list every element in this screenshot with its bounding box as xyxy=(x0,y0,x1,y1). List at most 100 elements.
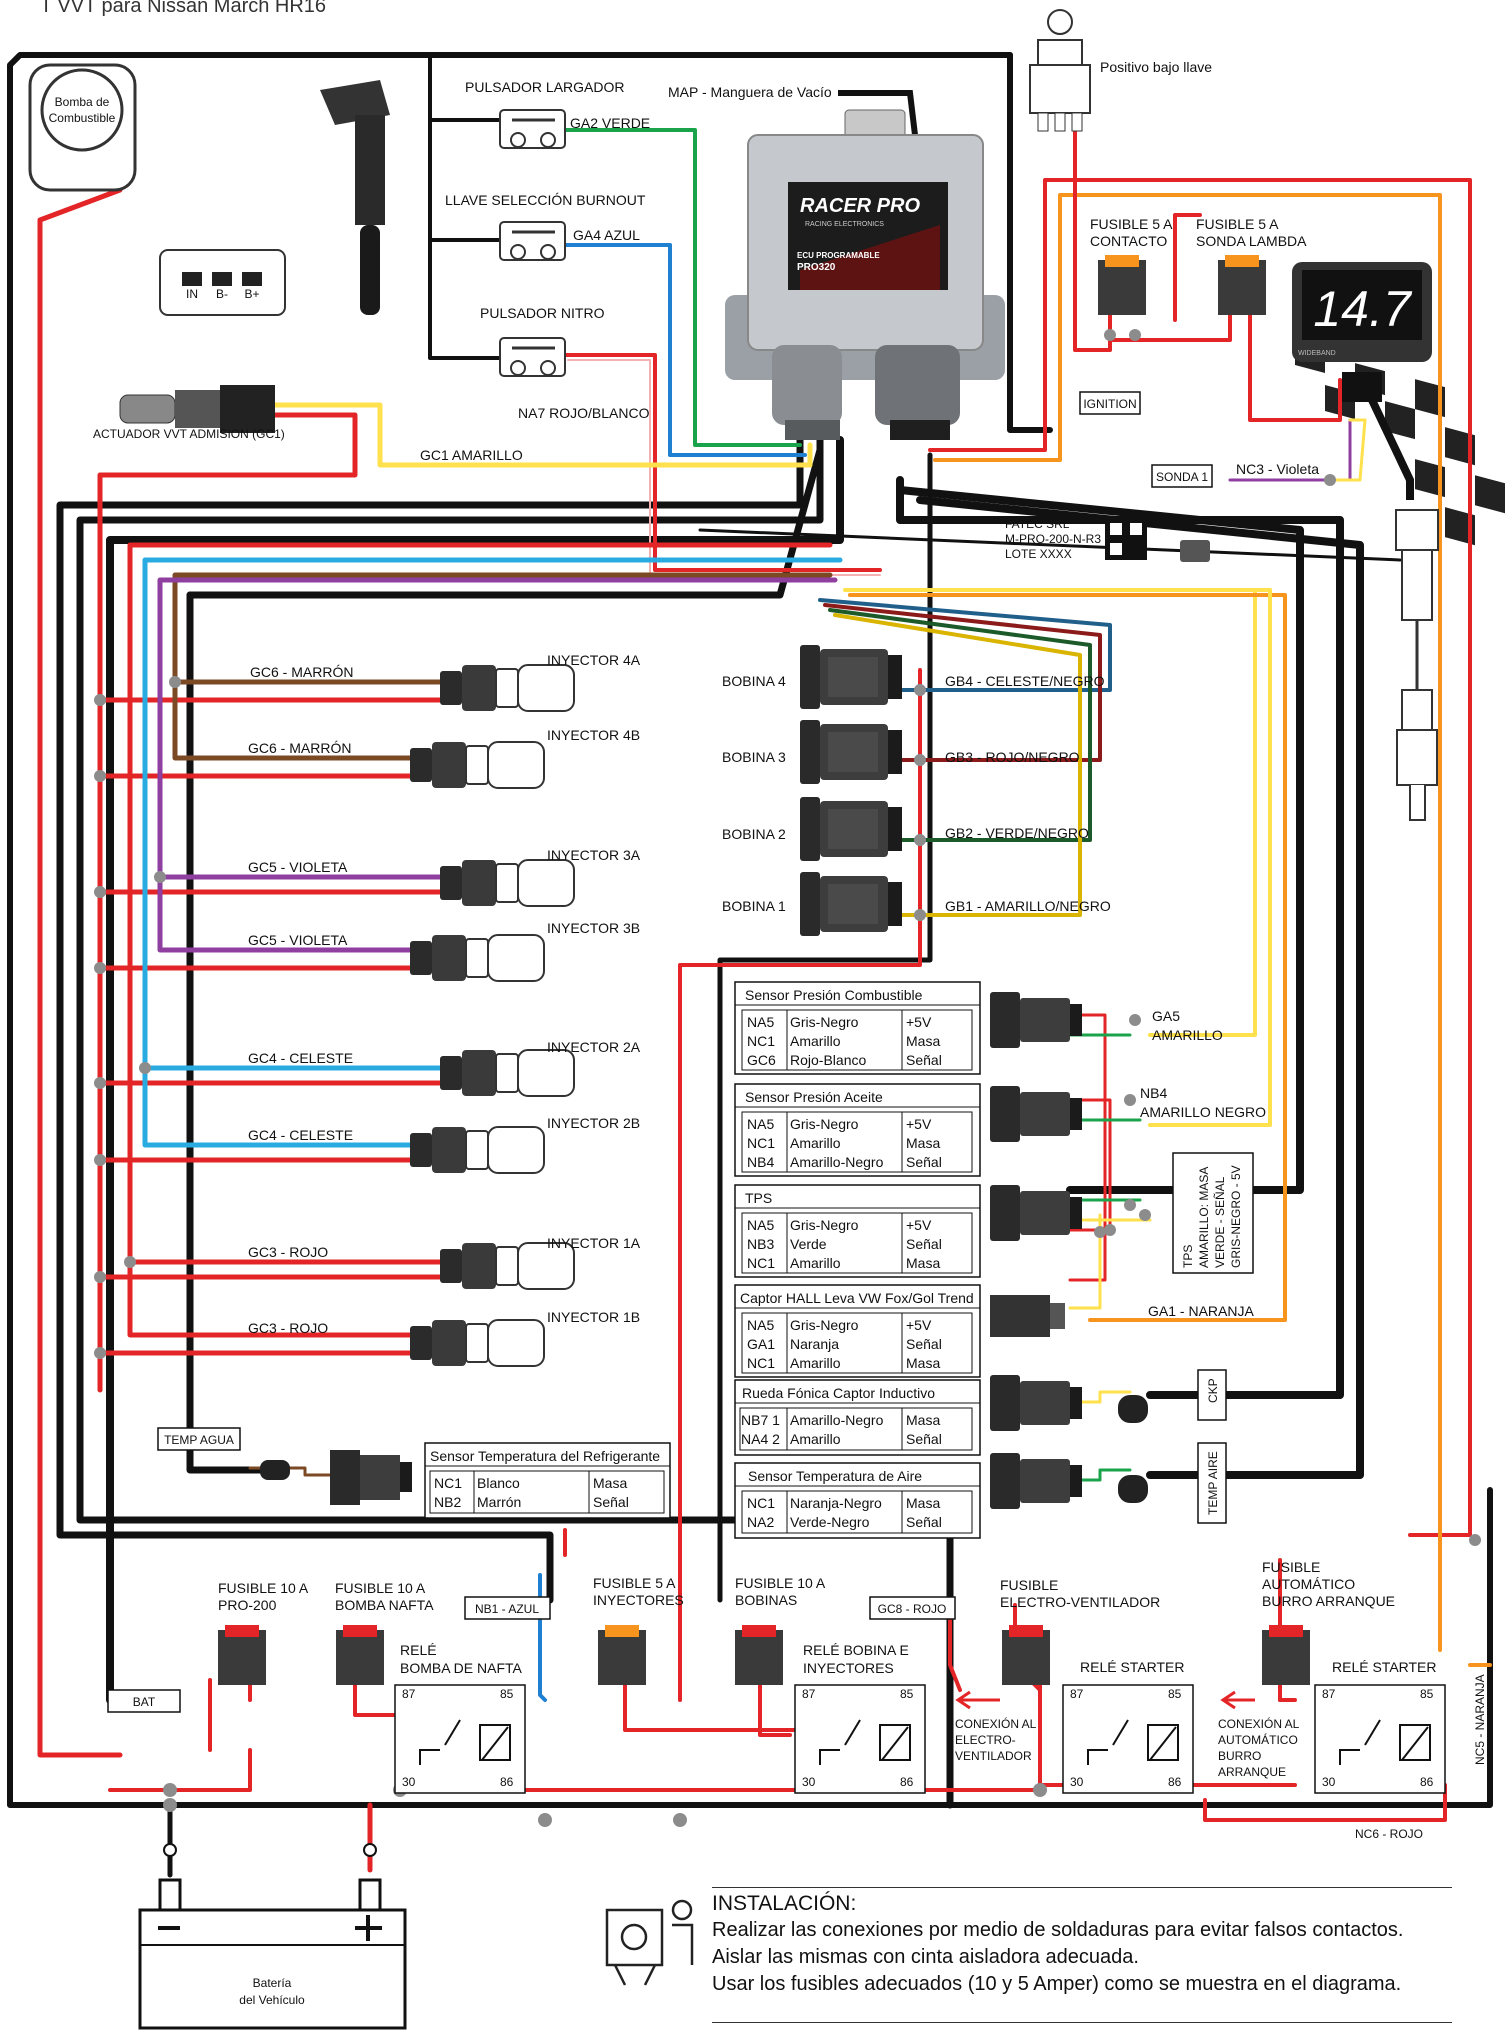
na7-label: NA7 ROJO/BLANCO xyxy=(518,405,650,421)
plus-icon xyxy=(355,1915,382,1941)
table-cell: NC1 xyxy=(747,1033,775,1049)
conexion-burro-1: CONEXIÓN AL xyxy=(1218,1716,1300,1731)
fuse-bobinas: FUSIBLE 10 A BOBINAS xyxy=(735,1575,826,1685)
switch-burnout-label: LLAVE SELECCIÓN BURNOUT xyxy=(445,192,646,208)
table-cell: +5V xyxy=(906,1217,932,1233)
table-cell: Señal xyxy=(906,1052,942,1068)
relay-bobina-label-2: INYECTORES xyxy=(803,1660,894,1676)
table-7-title: Sensor Temperatura del Refrigerante xyxy=(430,1448,660,1464)
ect-sensor xyxy=(260,1450,412,1505)
bat-tag-label: BAT xyxy=(133,1695,156,1709)
ecu-unit: RACER PRO RACING ELECTRONICS ECU PROGRAM… xyxy=(725,109,1005,440)
table-cell: NC1 xyxy=(434,1475,462,1491)
table-cell: Masa xyxy=(906,1255,940,1271)
ga2-label: GA2 VERDE xyxy=(570,115,650,131)
conexion-vent-3: VENTILADOR xyxy=(955,1749,1032,1763)
fuse-bobinas-label-2: BOBINAS xyxy=(735,1592,797,1608)
conexion-burro-4: ARRANQUE xyxy=(1218,1765,1286,1779)
gc5-label-a: GC5 - VIOLETA xyxy=(248,859,348,875)
fuse-burro-label-1: FUSIBLE xyxy=(1262,1559,1320,1575)
junction-dots xyxy=(94,329,1481,1827)
gc1-label: GC1 AMARILLO xyxy=(420,447,523,463)
gc6-label-a: GC6 - MARRÓN xyxy=(250,664,353,680)
fuse-burro: FUSIBLE AUTOMÁTICO BURRO ARRANQUE xyxy=(1262,1559,1395,1685)
table-6-title: Sensor Temperatura de Aire xyxy=(748,1468,922,1484)
nb4-label-2: AMARILLO NEGRO xyxy=(1140,1104,1266,1120)
install-line-3: Usar los fusibles adecuados (10 y 5 Ampe… xyxy=(712,1973,1402,1995)
fatec-line-1: FATEC SRL xyxy=(1005,517,1070,531)
table-cell: Marrón xyxy=(477,1494,521,1510)
harness-wires xyxy=(7,52,1493,1878)
table-cell: Masa xyxy=(906,1033,940,1049)
table-2-title: Sensor Presión Aceite xyxy=(745,1089,883,1105)
ignition-tag: IGNITION xyxy=(1079,391,1141,415)
fuse-pro200-label-2: PRO-200 xyxy=(218,1597,277,1613)
table-cell: Amarillo xyxy=(790,1255,841,1271)
table-cell: NB7 1 xyxy=(741,1412,780,1428)
gc6-label-b: GC6 - MARRÓN xyxy=(248,740,351,756)
iat-sensor xyxy=(1118,1475,1148,1503)
fuse-bobinas-label-1: FUSIBLE 10 A xyxy=(735,1575,826,1591)
conexion-vent-2: ELECTRO- xyxy=(955,1733,1016,1747)
injector-3b: INYECTOR 3B xyxy=(409,920,640,982)
table-cell: +5V xyxy=(906,1014,932,1030)
table-cell: Señal xyxy=(906,1236,942,1252)
relay-bobina-pin-86: 86 xyxy=(900,1775,914,1789)
table-3-title: TPS xyxy=(745,1190,772,1206)
table-cell: Amarillo xyxy=(790,1431,841,1447)
install-notes: INSTALACIÓN: Realizar las conexiones por… xyxy=(712,1890,1472,1998)
switch-burnout: LLAVE SELECCIÓN BURNOUT xyxy=(445,192,646,261)
table-cell: GC6 xyxy=(747,1052,776,1068)
fuel-pump-label-1: Bomba de xyxy=(55,95,110,109)
fuel-pump: Bomba de Combustible xyxy=(28,63,137,192)
injector-3b-label: INYECTOR 3B xyxy=(547,920,640,936)
temp-aire-tag: TEMP AIRE xyxy=(1197,1442,1227,1524)
temp-agua-tag-label: TEMP AGUA xyxy=(164,1433,234,1447)
table-cell: Verde xyxy=(790,1236,827,1252)
install-rule-top xyxy=(712,1887,1452,1888)
table-cell: Masa xyxy=(593,1475,627,1491)
relay-starter-2: 87 85 30 86 RELÉ STARTER xyxy=(1314,1659,1446,1794)
table-cell: NA2 xyxy=(747,1514,774,1530)
table-cell: Masa xyxy=(906,1135,940,1151)
temp-aire-tag-label: TEMP AIRE xyxy=(1206,1451,1220,1515)
tps-side-label: TPS AMARILLO: MASA VERDE - SEÑAL GRIS-NE… xyxy=(1172,1152,1254,1274)
table-cell: NB2 xyxy=(434,1494,461,1510)
fuse-contacto-label-1: FUSIBLE 5 A xyxy=(1090,216,1173,232)
install-rule-bottom xyxy=(712,2022,1452,2023)
install-line-1: Realizar las conexiones por medio de sol… xyxy=(712,1919,1404,1941)
relay-starter1-pin-87: 87 xyxy=(1070,1687,1084,1701)
gc4-label-a: GC4 - CELESTE xyxy=(248,1050,353,1066)
table-cell: Masa xyxy=(906,1495,940,1511)
ignition-tag-label: IGNITION xyxy=(1083,397,1136,411)
relay-bobina-label-1: RELÉ BOBINA E xyxy=(803,1642,909,1658)
tps-side-4: GRIS-NEGRO - 5V xyxy=(1229,1165,1243,1268)
gc3-label-b: GC3 - ROJO xyxy=(248,1320,328,1336)
coil-3-label: BOBINA 3 xyxy=(722,749,786,765)
actuator-label: ACTUADOR VVT ADMISION (GC1) xyxy=(93,427,285,441)
coil-pin-bpos: B+ xyxy=(244,287,259,301)
wideband-value: 14.7 xyxy=(1313,281,1413,337)
gb4-label: GB4 - CELESTE/NEGRO xyxy=(945,673,1105,689)
fuse-bomba-label-1: FUSIBLE 10 A xyxy=(335,1580,426,1596)
nc5-label: NC5 - NARANJA xyxy=(1473,1674,1487,1765)
injector-4a: INYECTOR 4A xyxy=(439,652,641,712)
table-cell: Rojo-Blanco xyxy=(790,1052,866,1068)
table-cell: NC1 xyxy=(747,1255,775,1271)
page-title: T VVT para Nissan March HR16 xyxy=(40,0,326,17)
sensor-connector-iat xyxy=(990,1453,1082,1509)
relay-bomba: 87 85 30 86 RELÉ BOMBA DE NAFTA xyxy=(394,1642,526,1794)
table-cell: Naranja-Negro xyxy=(790,1495,882,1511)
injector-4b-label: INYECTOR 4B xyxy=(547,727,640,743)
relay-bobina-pin-85: 85 xyxy=(900,1687,914,1701)
bat-tag: BAT xyxy=(107,1689,181,1713)
gc4-label-b: GC4 - CELESTE xyxy=(248,1127,353,1143)
fuse-pro200-label-1: FUSIBLE 10 A xyxy=(218,1580,309,1596)
battery-label-1: Batería xyxy=(253,1976,292,1990)
